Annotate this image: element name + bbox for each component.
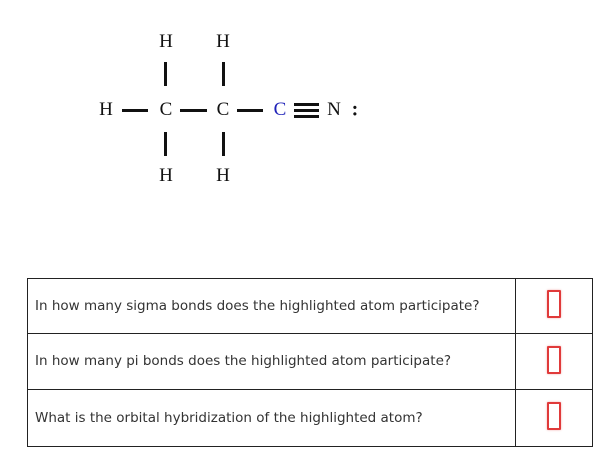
atom-n: N: [327, 99, 341, 120]
answer-cell[interactable]: [515, 333, 593, 390]
question-text: In how many pi bonds does the highlighte…: [26, 333, 517, 390]
atom-c3-highlighted: C: [273, 99, 287, 120]
atom-h-top-1: H: [159, 31, 173, 52]
lone-pair-n: :: [351, 98, 359, 121]
lewis-structure: H H H C C C N : H H: [99, 31, 359, 186]
bond-c1-h-top: [164, 62, 167, 86]
bond-c1-c2: [180, 109, 207, 112]
atom-h-bottom-2: H: [216, 165, 230, 186]
question-row: In how many pi bonds does the highlighte…: [26, 333, 593, 390]
answer-cell[interactable]: [515, 389, 593, 447]
atom-c2: C: [216, 99, 230, 120]
atom-c1: C: [159, 99, 173, 120]
bond-c2-c3: [237, 109, 263, 112]
atom-h-left: H: [99, 99, 113, 120]
bond-c2-h-top: [222, 62, 225, 86]
answer-input-hybridization[interactable]: [547, 402, 562, 430]
answer-input-sigma[interactable]: [547, 290, 562, 318]
answer-input-pi[interactable]: [547, 345, 562, 374]
question-row: What is the orbital hybridization of the…: [26, 389, 593, 447]
atom-h-top-2: H: [216, 31, 230, 52]
answer-cell[interactable]: [515, 278, 593, 334]
triple-bond-line-3: [294, 115, 319, 118]
bond-h-c1: [122, 109, 148, 112]
question-text: In how many sigma bonds does the highlig…: [26, 278, 517, 334]
bond-c2-h-bottom: [222, 132, 225, 156]
question-row: In how many sigma bonds does the highlig…: [26, 278, 593, 334]
questions-table: In how many sigma bonds does the highlig…: [26, 278, 593, 447]
triple-bond-line-1: [294, 103, 319, 106]
triple-bond-line-2: [294, 109, 319, 112]
atom-h-bottom-1: H: [159, 165, 173, 186]
bond-c1-h-bottom: [164, 132, 167, 156]
question-text: What is the orbital hybridization of the…: [26, 389, 517, 447]
